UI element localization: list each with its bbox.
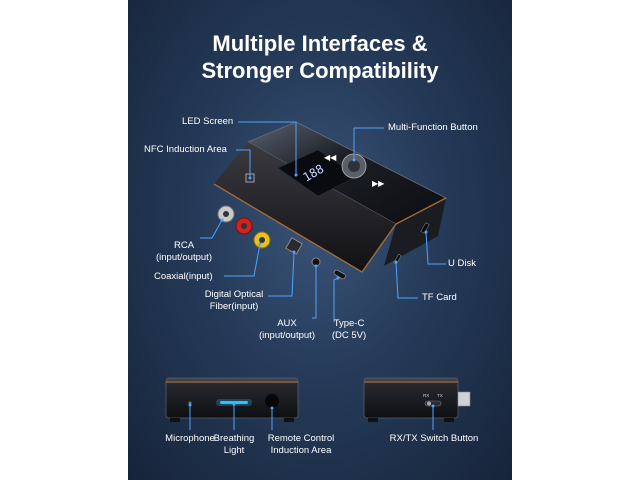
callout-lines (188, 121, 446, 430)
next-icon: ▶▶ (372, 179, 385, 188)
label-rca-line2: (input/output) (156, 252, 212, 263)
label-u-disk: U Disk (448, 258, 476, 269)
page-title-line2: Stronger Compatibility (201, 58, 439, 83)
side-device-left (165, 377, 299, 419)
label-remote-line1: Remote Control (267, 433, 335, 444)
label-coaxial: Coaxial(input) (154, 271, 213, 282)
label-optical-line1: Digital Optical (204, 289, 264, 300)
switch-rx-text: RX (423, 393, 429, 398)
label-optical: Digital Optical Fiber(input) (194, 289, 274, 313)
remote-ir-window (265, 394, 279, 408)
label-microphone: Microphone (165, 433, 215, 444)
label-typec: Type-C (DC 5V) (324, 318, 374, 342)
label-nfc: NFC Induction Area (144, 144, 227, 155)
label-typec-line1: Type-C (333, 318, 365, 329)
label-aux-line2: (input/output) (259, 330, 315, 341)
label-breathing-line1: Breathing (213, 433, 255, 444)
product-panel: Multiple Interfaces & Stronger Compatibi… (128, 0, 512, 480)
switch-tx-text: TX (437, 393, 443, 398)
optical-port (285, 237, 303, 255)
label-optical-line2: Fiber(input) (209, 301, 259, 312)
label-rca: RCA (input/output) (136, 240, 232, 264)
device-front-face (214, 142, 396, 272)
label-remote-line2: Induction Area (270, 445, 332, 456)
label-tf-card: TF Card (422, 292, 457, 303)
label-typec-line2: (DC 5V) (331, 330, 367, 341)
device-right-face (384, 198, 446, 266)
label-rca-line1: RCA (173, 240, 195, 251)
label-breathing-line2: Light (223, 445, 245, 456)
label-aux-line1: AUX (277, 318, 297, 329)
device-illustration: 188 ◀◀ ▶▶ (165, 121, 471, 422)
label-led-screen: LED Screen (182, 116, 234, 127)
label-breathing: Breathing Light (204, 433, 264, 457)
prev-icon: ◀◀ (324, 153, 337, 162)
page-title-line1: Multiple Interfaces & (212, 31, 428, 56)
u-disk-port (420, 222, 430, 234)
label-aux: AUX (input/output) (252, 318, 322, 342)
label-multi-function: Multi-Function Button (388, 122, 478, 133)
label-rx-tx: RX/TX Switch Button (389, 433, 479, 444)
label-remote: Remote Control Induction Area (256, 433, 346, 457)
usb-connector (457, 391, 471, 407)
